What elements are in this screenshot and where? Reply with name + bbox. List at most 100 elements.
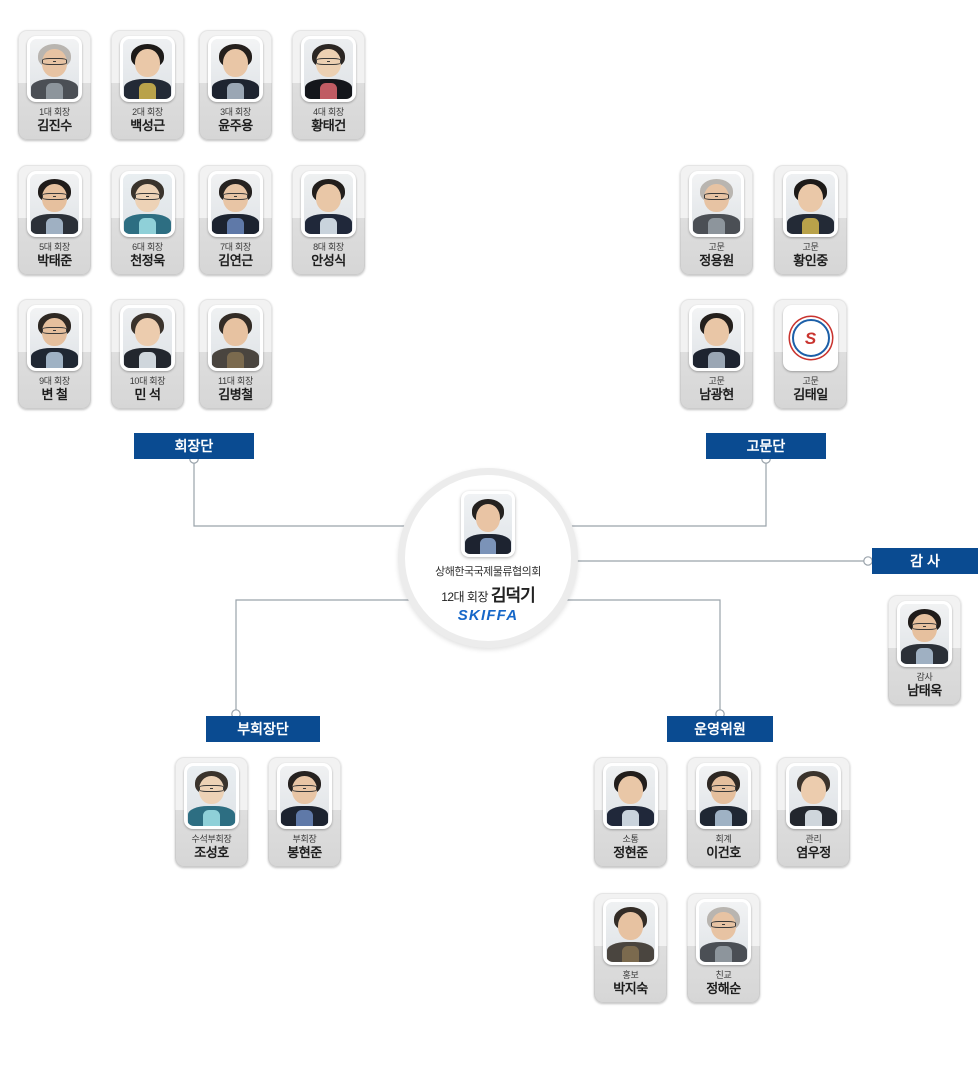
center-chairman-node[interactable]: 상해한국국제물류협의회 12대 회장 김덕기 SKIFFA [398,468,578,648]
person-role: 8대 회장 [313,242,344,252]
person-name: 정현준 [613,845,648,860]
person-role: 소통 [622,834,639,844]
person-role: 감사 [916,672,933,682]
person-role: 2대 회장 [132,107,163,117]
person-name: 윤주용 [218,118,253,133]
section-label-vice[interactable]: 부회장단 [206,716,320,742]
person-name: 민 석 [134,387,161,402]
section-label-operating[interactable]: 운영위원 [667,716,773,742]
person-photo [783,171,838,237]
person-name: 염우정 [796,845,831,860]
person-photo [27,36,82,102]
person-name: 정용원 [699,253,734,268]
person-photo: S [783,305,838,371]
center-chairman-name: 김덕기 [490,586,536,605]
person-name: 박태준 [37,253,72,268]
person-name: 김진수 [37,118,72,133]
person-role: 4대 회장 [313,107,344,117]
person-name: 조성호 [194,845,229,860]
section-label-chairmen[interactable]: 회장단 [134,433,254,459]
center-term-prefix: 12대 회장 [441,590,489,604]
person-name: 김태일 [793,387,828,402]
center-chairman-photo [461,491,515,557]
person-photo [208,36,263,102]
person-role: 회계 [715,834,732,844]
person-role: 고문 [802,376,819,386]
person-photo [27,305,82,371]
person-photo [689,171,744,237]
person-photo [120,305,175,371]
person-role: 친교 [715,970,732,980]
person-name: 이건호 [706,845,741,860]
section-label-auditor[interactable]: 감 사 [872,548,978,574]
person-photo [208,305,263,371]
person-photo [301,171,356,237]
person-role: 10대 회장 [129,376,166,386]
person-name: 황태건 [311,118,346,133]
person-role: 1대 회장 [39,107,70,117]
person-name: 김병철 [218,387,253,402]
person-role: 고문 [708,242,725,252]
person-name: 박지숙 [613,981,648,996]
person-role: 수석부회장 [191,834,232,844]
section-label-advisors[interactable]: 고문단 [706,433,826,459]
person-role: 6대 회장 [132,242,163,252]
person-role: 홍보 [622,970,639,980]
person-role: 관리 [805,834,822,844]
person-name: 천정욱 [130,253,165,268]
person-role: 9대 회장 [39,376,70,386]
person-role: 5대 회장 [39,242,70,252]
person-role: 고문 [802,242,819,252]
person-photo [603,899,658,965]
association-emblem-icon: S [791,319,830,357]
skiffa-logo-text: SKIFFA [457,607,519,624]
person-photo [696,763,751,829]
person-photo [120,36,175,102]
person-photo [301,36,356,102]
person-name: 김연근 [218,253,253,268]
person-name: 변 철 [41,387,68,402]
person-name: 백성근 [130,118,165,133]
person-role: 고문 [708,376,725,386]
wire-node-auditor [863,556,873,566]
center-organization-name: 상해한국국제물류협의회 [435,566,541,578]
person-photo [27,171,82,237]
person-role: 11대 회장 [218,376,253,386]
person-role: 부회장 [292,834,317,844]
person-name: 정해순 [706,981,741,996]
person-name: 봉현준 [287,845,322,860]
person-photo [208,171,263,237]
person-name: 남태욱 [907,683,942,698]
person-role: 7대 회장 [220,242,251,252]
person-photo [696,899,751,965]
person-photo [603,763,658,829]
person-photo [786,763,841,829]
person-photo [689,305,744,371]
person-photo [120,171,175,237]
person-photo [897,601,952,667]
